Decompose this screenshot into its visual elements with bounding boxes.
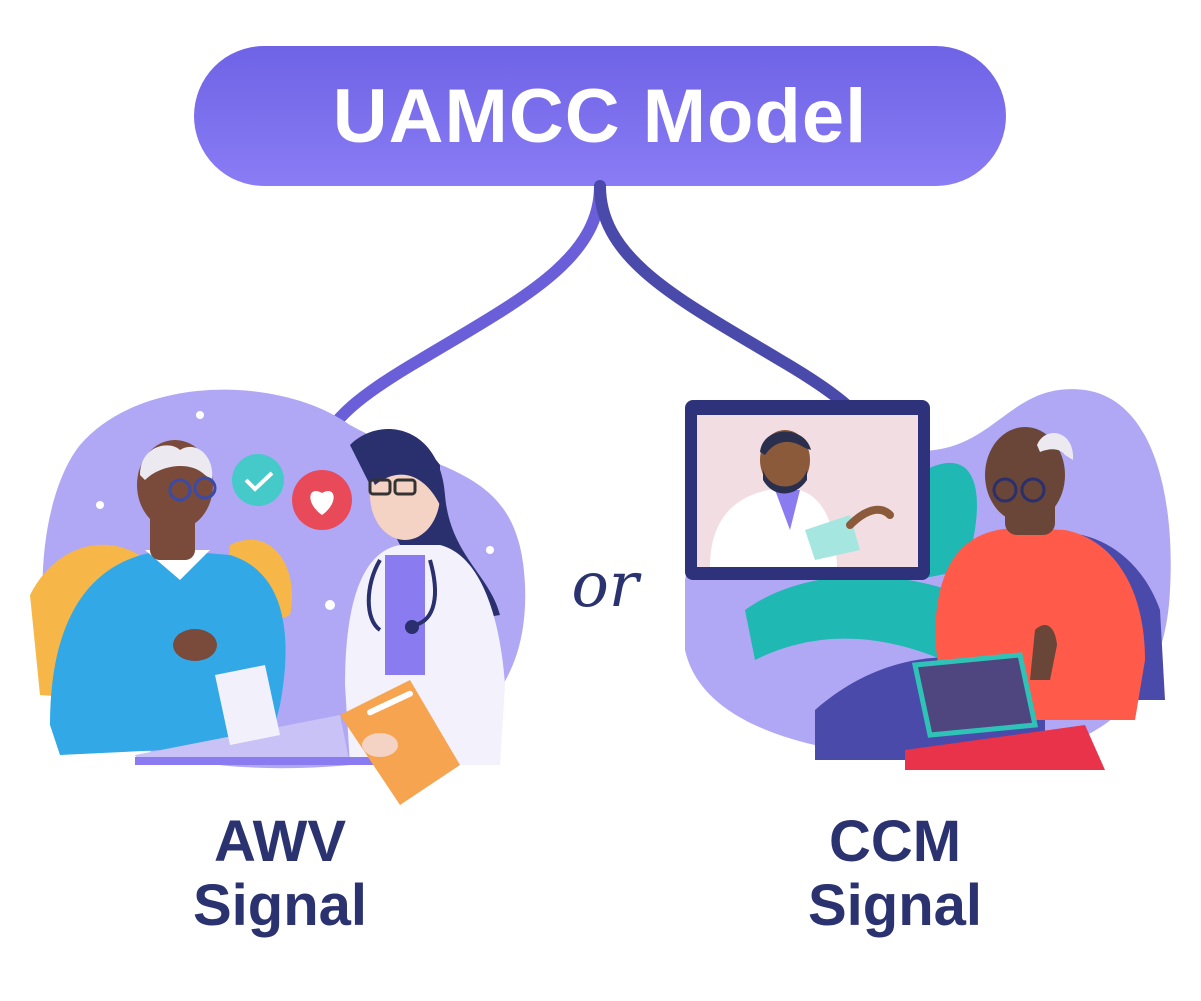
connector-word: or [571,548,639,621]
awv-label-line2: Signal [192,873,368,938]
awv-illustration [30,389,526,805]
title-pill: UAMCC Model [194,46,1006,186]
ccm-label-line2: Signal [807,873,983,938]
arrow-to-awv [314,180,606,456]
awv-signal-label: AWV Signal [140,810,420,938]
ccm-signal-label: CCM Signal [755,810,1035,938]
ccm-label-line1: CCM [828,809,962,874]
awv-label-line1: AWV [213,809,347,874]
ccm-illustration [685,389,1171,770]
diagram-title: UAMCC Model [332,73,868,159]
check-icon [232,454,284,506]
